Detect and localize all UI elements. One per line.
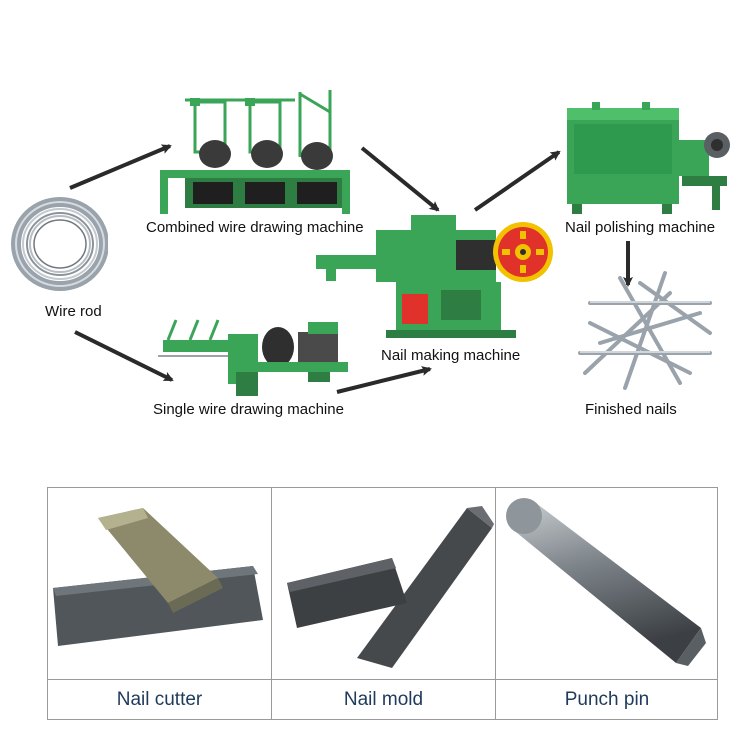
nail-mold-image	[287, 506, 494, 668]
single-wire-drawing-machine-image	[158, 319, 348, 396]
finished-nails-image	[578, 271, 712, 390]
tool-cell-nail-cutter: Nail cutter	[48, 488, 271, 719]
nail-cutter-image	[53, 508, 263, 646]
arrow-single-to-nail-making	[336, 366, 432, 394]
wire-rod-coil-image	[11, 197, 108, 291]
combined-wire-drawing-machine-image	[160, 90, 350, 214]
arrow-wire-rod-to-combined	[69, 144, 172, 190]
arrow-nail-making-to-polishing	[473, 150, 561, 212]
tool-caption-nail-cutter: Nail cutter	[48, 679, 271, 720]
flow-arrows	[69, 144, 633, 394]
arrow-wire-rod-to-single	[74, 330, 174, 382]
tool-cell-nail-mold: Nail mold	[272, 488, 495, 719]
table-divider	[495, 488, 496, 719]
tool-cell-punch-pin: Punch pin	[496, 488, 718, 719]
tools-table: Nail cutter Nail mold	[47, 487, 718, 720]
tool-caption-nail-mold: Nail mold	[272, 679, 495, 720]
label-finished-nails: Finished nails	[585, 401, 677, 418]
label-single-wire-drawing-machine: Single wire drawing machine	[153, 401, 344, 418]
tool-caption-punch-pin: Punch pin	[496, 679, 718, 720]
label-nail-polishing-machine: Nail polishing machine	[565, 219, 716, 236]
nail-polishing-machine-image	[567, 102, 730, 214]
arrow-combined-to-nail-making	[360, 146, 440, 212]
label-nail-making-machine: Nail making machine	[381, 347, 521, 364]
label-wire-rod: Wire rod	[45, 303, 102, 320]
table-divider	[271, 488, 272, 719]
nail-making-machine-image	[316, 215, 553, 338]
label-combined-wire-drawing-machine: Combined wire drawing machine	[146, 219, 364, 236]
punch-pin-image	[506, 498, 706, 666]
